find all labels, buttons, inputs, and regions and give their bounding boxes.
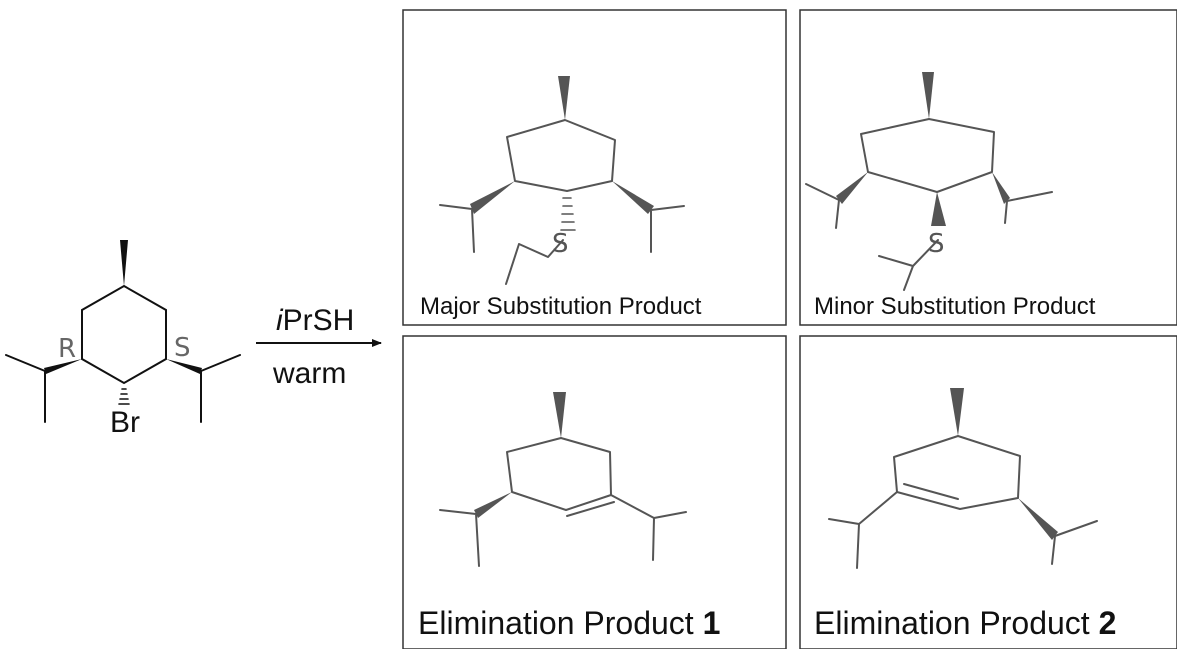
condition-label: warm [272, 357, 346, 390]
major-sulfur-label: S [552, 229, 569, 259]
right-isopropyl [200, 354, 241, 423]
minor-substitution-label: Minor Substitution Product [814, 293, 1096, 320]
s-stereo-label: S [174, 333, 191, 363]
panel-elimination-2 [799, 335, 1177, 649]
panel-elimination-1 [402, 335, 787, 649]
left-isopropyl-wedge [44, 359, 82, 374]
bromine-label: Br [110, 406, 140, 439]
elimination-2-number: 2 [1099, 605, 1117, 641]
reagent-prefix: i [276, 304, 284, 337]
panel-minor-substitution [799, 9, 1177, 326]
left-isopropyl [5, 354, 46, 423]
minor-sulfur-label: S [928, 229, 945, 259]
reactant-molecule [5, 240, 241, 423]
right-isopropyl-wedge [166, 359, 202, 374]
reactant-ring [81, 284, 167, 385]
methyl-wedge [120, 240, 128, 286]
major-substitution-sketch [439, 76, 685, 285]
elimination-1-text: Elimination Product [418, 605, 703, 641]
elimination-2-text: Elimination Product [814, 605, 1099, 641]
elimination-2-sketch [828, 388, 1098, 569]
elimination-1-label: Elimination Product 1 [418, 605, 720, 641]
br-hash-bond [118, 388, 130, 405]
panel-major-substitution [402, 9, 787, 326]
elimination-1-sketch [439, 392, 687, 567]
minor-substitution-sketch [805, 72, 1053, 291]
reagent-name: PrSH [283, 304, 355, 337]
elimination-1-number: 1 [703, 605, 721, 641]
r-stereo-label: R [58, 334, 76, 364]
elimination-2-label: Elimination Product 2 [814, 605, 1116, 641]
reagent-label: iPrSH [276, 304, 354, 337]
major-substitution-label: Major Substitution Product [420, 293, 702, 320]
